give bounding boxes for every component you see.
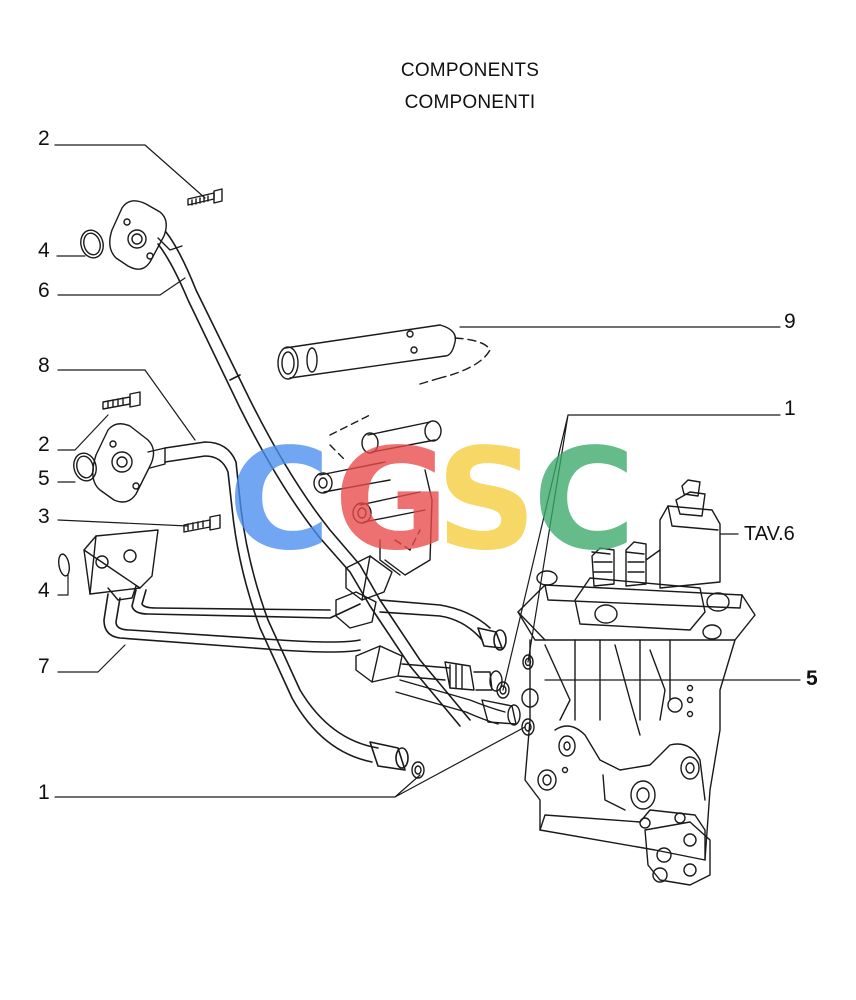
nozzle-cluster	[313, 420, 442, 576]
callout-1-bottom: 1	[38, 781, 50, 804]
callout-8: 8	[38, 354, 50, 377]
callout-4-lower: 4	[38, 579, 50, 602]
callout-9: 9	[784, 310, 796, 333]
watermark-logo: C G S C	[228, 419, 636, 582]
block-part-7	[83, 529, 159, 601]
watermark-letter-1: C	[228, 419, 331, 582]
bolt-part-2-top	[187, 188, 223, 206]
o-ring-part-4-lower	[58, 553, 70, 577]
table-reference: TAV.6	[744, 523, 795, 545]
bolt-part-3	[183, 514, 221, 533]
callout-2-top: 2	[38, 127, 50, 150]
injection-pump	[517, 479, 756, 886]
pipes-part-7	[103, 589, 507, 653]
tee-fittings	[335, 555, 521, 726]
washers-part-1	[411, 654, 535, 779]
callout-2-middle: 2	[38, 433, 50, 456]
sleeve-part-9	[277, 324, 491, 385]
callout-3: 3	[38, 505, 50, 528]
bolt-part-2-middle	[102, 391, 141, 410]
page-title-it: COMPONENTI	[404, 92, 536, 113]
o-ring-part-5-left	[73, 452, 97, 482]
page-title-en: COMPONENTS	[400, 60, 540, 81]
callout-5-left: 5	[38, 467, 50, 490]
callout-7: 7	[38, 655, 50, 678]
flange-part-8	[92, 423, 166, 503]
leader-lines	[54, 144, 801, 798]
pipe-part-6	[157, 231, 471, 727]
injector-outlines-dashed	[329, 414, 421, 551]
o-ring-part-4-top	[80, 229, 104, 259]
watermark-letter-2: G	[334, 419, 449, 582]
callout-6: 6	[38, 279, 50, 302]
callout-1-right: 1	[784, 397, 796, 420]
watermark-letter-3: S	[436, 419, 537, 582]
callout-5-right: 5	[806, 667, 818, 690]
watermark-letter-4: C	[533, 419, 636, 582]
pipe-part-8	[164, 441, 409, 771]
flange-part-6	[109, 200, 183, 270]
callout-4-top: 4	[38, 239, 50, 262]
